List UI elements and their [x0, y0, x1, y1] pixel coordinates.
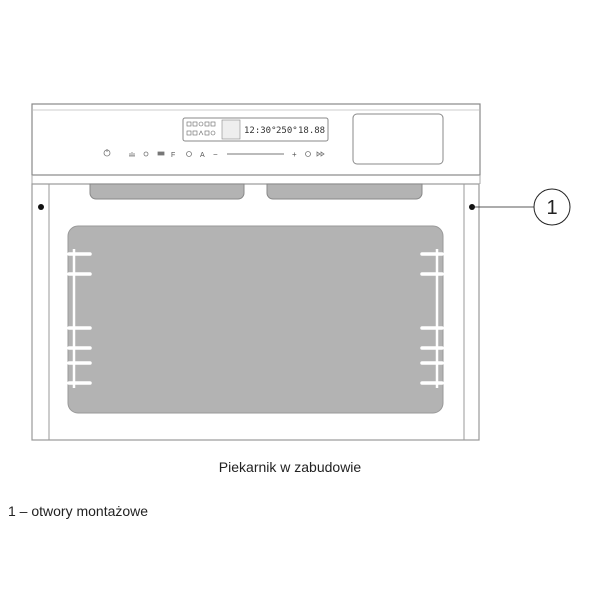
diagram-caption: Piekarnik w zabudowie [218, 459, 362, 475]
rack-rail-left [67, 249, 92, 388]
callout-number: 1 [546, 197, 557, 219]
light-icon[interactable] [129, 152, 135, 157]
start-icon[interactable] [316, 151, 325, 157]
oven-door-window [67, 225, 444, 414]
display: 12:30° 250° 18.88 [182, 117, 329, 142]
legend-text: 1 – otwory montażowe [8, 503, 149, 519]
fan-button[interactable]: F [171, 152, 175, 159]
function-icons [186, 121, 216, 136]
display-timer: 18.88 [298, 126, 325, 136]
oven-front [31, 183, 480, 441]
touch-controls: F A − + [103, 149, 325, 159]
heat-mode-icon[interactable] [157, 151, 165, 156]
plus-button[interactable]: + [292, 150, 297, 159]
display-temperature: 250° [276, 126, 298, 136]
display-time: 12:30° [244, 126, 277, 136]
mounting-hole-left [38, 204, 44, 210]
grill-icon[interactable] [186, 151, 192, 157]
panel-window [352, 113, 444, 165]
mode-icon-grid [221, 119, 241, 140]
rack-rail-right [420, 249, 444, 388]
control-panel: 12:30° 250° 18.88 F A − + [31, 103, 481, 184]
auto-button[interactable]: A [200, 152, 205, 159]
vent-left [89, 183, 245, 200]
minus-button[interactable]: − [213, 150, 218, 159]
callout-circle [533, 188, 571, 226]
callout: 1 [472, 188, 571, 226]
settings-icon[interactable] [143, 151, 149, 157]
vent-right [266, 183, 423, 200]
timer-icon[interactable] [305, 151, 311, 157]
